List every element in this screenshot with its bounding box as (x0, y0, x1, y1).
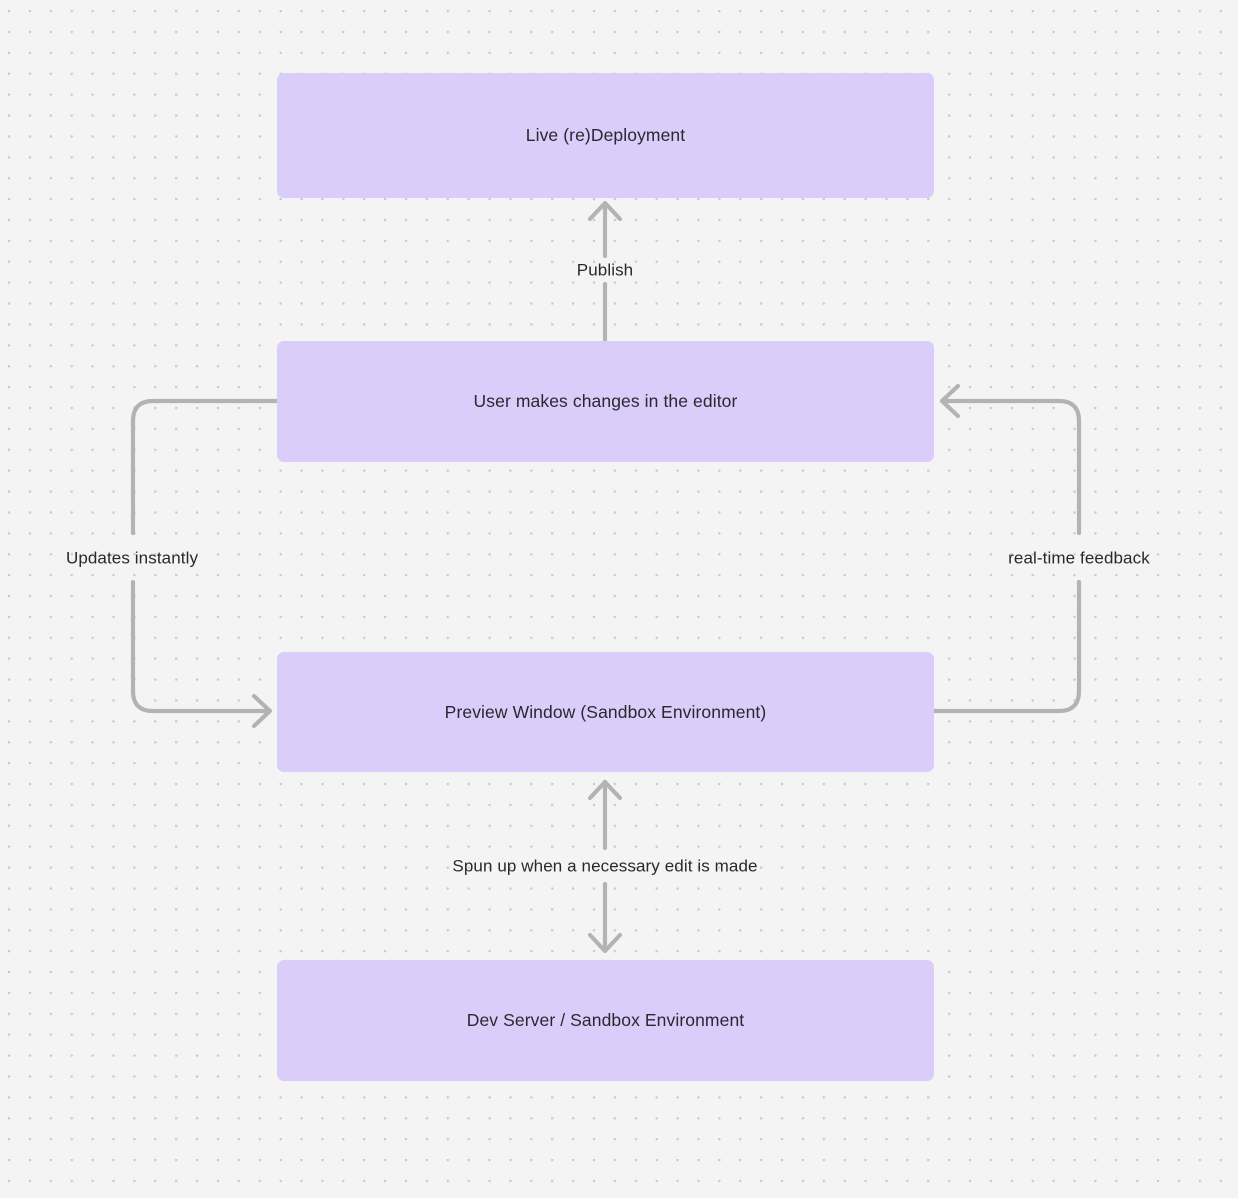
edge-label-spun-up[interactable]: Spun up when a necessary edit is made (452, 856, 758, 876)
edge-label-real-time-feedback[interactable]: real-time feedback (1008, 548, 1150, 568)
node-user-edits[interactable]: User makes changes in the editor (277, 341, 934, 462)
node-label: User makes changes in the editor (473, 391, 738, 412)
arrowhead-left-icon (939, 383, 961, 419)
arrowhead-down-icon (587, 932, 623, 954)
edge-real-time-feedback-lower-segment (931, 579, 1082, 714)
node-label: Preview Window (Sandbox Environment) (444, 701, 767, 722)
arrowhead-right-icon (251, 693, 273, 729)
edge-real-time-feedback-upper-segment (941, 398, 1082, 536)
node-label: Live (re)Deployment (525, 125, 686, 146)
edge-label-updates-instantly[interactable]: Updates instantly (65, 548, 199, 568)
node-label: Dev Server / Sandbox Environment (466, 1010, 745, 1031)
node-preview-window[interactable]: Preview Window (Sandbox Environment) (277, 652, 934, 772)
node-dev-server[interactable]: Dev Server / Sandbox Environment (277, 960, 934, 1081)
arrowhead-up-icon (587, 779, 623, 801)
edge-updates-instantly-lower-segment (130, 579, 271, 714)
node-live-deployment[interactable]: Live (re)Deployment (277, 73, 934, 198)
edge-updates-instantly-upper-segment (130, 398, 280, 536)
arrowhead-up-icon (587, 200, 623, 222)
edge-label-publish[interactable]: Publish (576, 260, 634, 280)
